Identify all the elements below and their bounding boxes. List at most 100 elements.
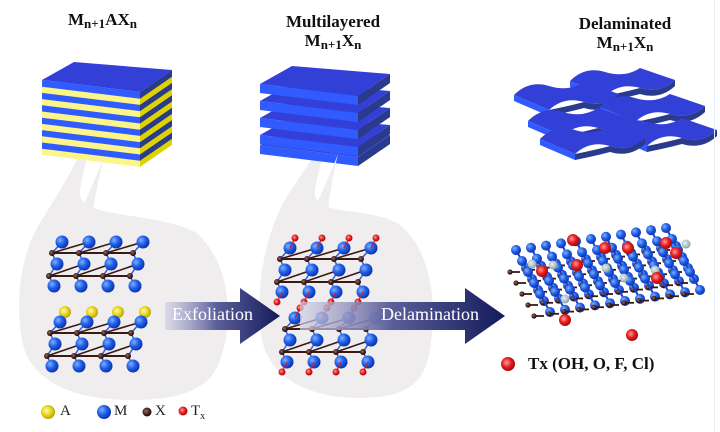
x-atom bbox=[576, 306, 582, 312]
m-atom bbox=[634, 262, 644, 273]
title-m: M bbox=[68, 10, 85, 29]
x-atom bbox=[306, 349, 312, 355]
t-atom bbox=[278, 368, 286, 376]
m-atom bbox=[47, 279, 61, 293]
blue-layer-side bbox=[140, 70, 172, 99]
m-atom bbox=[526, 242, 536, 253]
blue-layer-front bbox=[42, 104, 140, 124]
yellow-layer-front bbox=[42, 111, 140, 130]
x-atom bbox=[103, 250, 109, 256]
m-atom bbox=[283, 333, 297, 347]
yellow-layer-front bbox=[42, 98, 140, 118]
mxene-sheet-side bbox=[358, 125, 390, 156]
wavy-sheet-top bbox=[600, 94, 705, 122]
m-atom bbox=[595, 280, 605, 291]
legend-atom-tx-icon bbox=[178, 406, 188, 416]
m-atom bbox=[631, 227, 641, 238]
x-atom bbox=[282, 326, 288, 332]
m-atom bbox=[104, 257, 118, 271]
tx-termination-note: Tx (OH, O, F, Cl) bbox=[528, 354, 655, 373]
t-atom bbox=[571, 259, 583, 271]
x-atom bbox=[328, 279, 334, 285]
callout-tail bbox=[315, 154, 338, 212]
wavy-sheet-edge bbox=[514, 95, 549, 116]
t-atom bbox=[599, 242, 611, 254]
m-atom bbox=[55, 235, 69, 249]
surface-atom bbox=[601, 263, 611, 273]
m-atom bbox=[129, 337, 143, 351]
x-atom bbox=[666, 293, 672, 299]
m-atom bbox=[664, 258, 674, 269]
yellow-layer-side bbox=[140, 138, 172, 167]
x-atom bbox=[279, 349, 285, 355]
m-atom bbox=[695, 285, 705, 295]
m-atom bbox=[77, 257, 91, 271]
m-atom bbox=[131, 257, 145, 271]
title-sub-n: n bbox=[646, 39, 654, 54]
m-atom bbox=[102, 337, 116, 351]
m-atom bbox=[332, 263, 346, 277]
delamination-arrow[interactable] bbox=[300, 288, 505, 344]
legend-label-a: A bbox=[60, 403, 71, 419]
blue-layer-front bbox=[42, 92, 140, 112]
m-atom bbox=[101, 279, 115, 293]
max-atomic-structure bbox=[44, 235, 151, 373]
m-atom bbox=[74, 279, 88, 293]
x-atom bbox=[74, 330, 80, 336]
x-atom bbox=[358, 256, 364, 262]
delaminated-sheets bbox=[514, 68, 717, 160]
m-atom bbox=[628, 251, 638, 262]
t-atom bbox=[536, 265, 548, 277]
legend-label-tx: Tx bbox=[191, 403, 205, 422]
title-sub-n1: n+1 bbox=[320, 37, 342, 52]
m-atom bbox=[50, 257, 64, 271]
m-atom bbox=[616, 229, 626, 240]
wavy-sheet-edge bbox=[540, 139, 575, 160]
panel-title-max: Mn+1AXn bbox=[40, 10, 165, 33]
m-atom bbox=[517, 256, 527, 266]
blue-layer-front bbox=[42, 80, 140, 99]
m-atom bbox=[679, 256, 689, 266]
m-atom bbox=[310, 333, 324, 347]
m-atom bbox=[359, 263, 373, 277]
x-atom bbox=[76, 250, 82, 256]
surface-atom bbox=[560, 294, 570, 304]
mxene-sheet-front bbox=[260, 118, 358, 139]
yellow-layer-side bbox=[140, 101, 172, 130]
m-atom bbox=[53, 315, 67, 329]
panel-title-multilayered: Multilayered Mn+1Xn bbox=[268, 12, 398, 54]
m-atom bbox=[45, 359, 59, 373]
blue-layer-front bbox=[42, 142, 140, 161]
mxene-sheet-front bbox=[260, 84, 358, 105]
t-atom bbox=[660, 237, 672, 249]
m-atom bbox=[305, 263, 319, 277]
t-atom bbox=[332, 368, 340, 376]
title-ax: AX bbox=[105, 10, 130, 29]
mxene-sheet-side bbox=[358, 108, 390, 139]
legend-atom-m-icon bbox=[97, 405, 111, 419]
t-atom bbox=[291, 234, 299, 242]
t-atom bbox=[567, 234, 579, 246]
wavy-sheet-side bbox=[635, 106, 705, 128]
yellow-layer-side bbox=[140, 76, 172, 105]
mxene-sheet-side bbox=[358, 135, 390, 166]
x-atom bbox=[355, 279, 361, 285]
x-atom bbox=[130, 250, 136, 256]
legend-label-x: X bbox=[155, 403, 166, 419]
x-atom bbox=[561, 309, 567, 315]
max-phase-block bbox=[42, 62, 172, 215]
surface-atom bbox=[681, 239, 691, 249]
x-atom bbox=[49, 250, 55, 256]
m-atom bbox=[337, 333, 351, 347]
m-atom bbox=[544, 275, 554, 286]
right-border bbox=[714, 0, 715, 432]
x-atom bbox=[125, 353, 131, 359]
title-m: M bbox=[596, 33, 613, 52]
yellow-layer-front bbox=[42, 148, 140, 167]
x-atom bbox=[636, 298, 642, 304]
exfoliation-arrow[interactable] bbox=[165, 288, 280, 344]
delamination-label: Delamination bbox=[381, 304, 479, 324]
m-atom bbox=[107, 315, 121, 329]
